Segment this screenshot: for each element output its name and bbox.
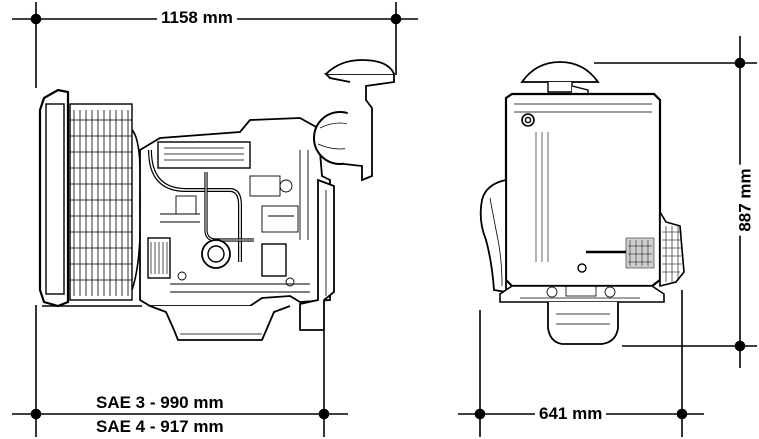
width-dot-left [30, 13, 42, 25]
alternator [201, 239, 231, 269]
height-dot-bottom [734, 340, 746, 352]
radiator-inner [45, 103, 65, 295]
front-exhaust-cap [520, 61, 600, 83]
depth-dot-left [474, 408, 486, 420]
length-dot-left [30, 408, 42, 420]
height-label: 887 mm [735, 164, 756, 236]
sae3-length-label: SAE 3 - 990 mm [96, 393, 224, 413]
width-dot-right [390, 13, 402, 25]
length-dot-right [318, 408, 330, 420]
engine-side-view [38, 59, 395, 341]
depth-label: 641 mm [535, 404, 607, 424]
exhaust-elbow [323, 73, 395, 182]
air-intake-duct [479, 179, 507, 294]
fan-shroud [131, 129, 142, 291]
cylinder-head [157, 141, 251, 169]
engine-details [160, 150, 310, 293]
radiator-core [69, 103, 133, 301]
flywheel-housing [299, 178, 335, 331]
overall-width-label: 1158 mm [157, 8, 237, 28]
engine-front-view [479, 61, 685, 345]
fan-guard-mesh [662, 226, 682, 282]
dimension-lines [12, 2, 757, 437]
front-exhaust-neck [547, 82, 573, 93]
front-engine-details [520, 285, 640, 299]
radiator-cap [521, 113, 535, 127]
height-dot-top [734, 57, 746, 69]
shaded-component [625, 237, 655, 269]
front-engine-body [499, 285, 665, 303]
depth-dot-right [676, 408, 688, 420]
front-oil-sump [547, 302, 619, 345]
oil-sump [149, 305, 291, 341]
exhaust-cap [325, 59, 395, 75]
fuel-filter [261, 243, 287, 277]
sae4-length-label: SAE 4 - 917 mm [96, 417, 224, 437]
